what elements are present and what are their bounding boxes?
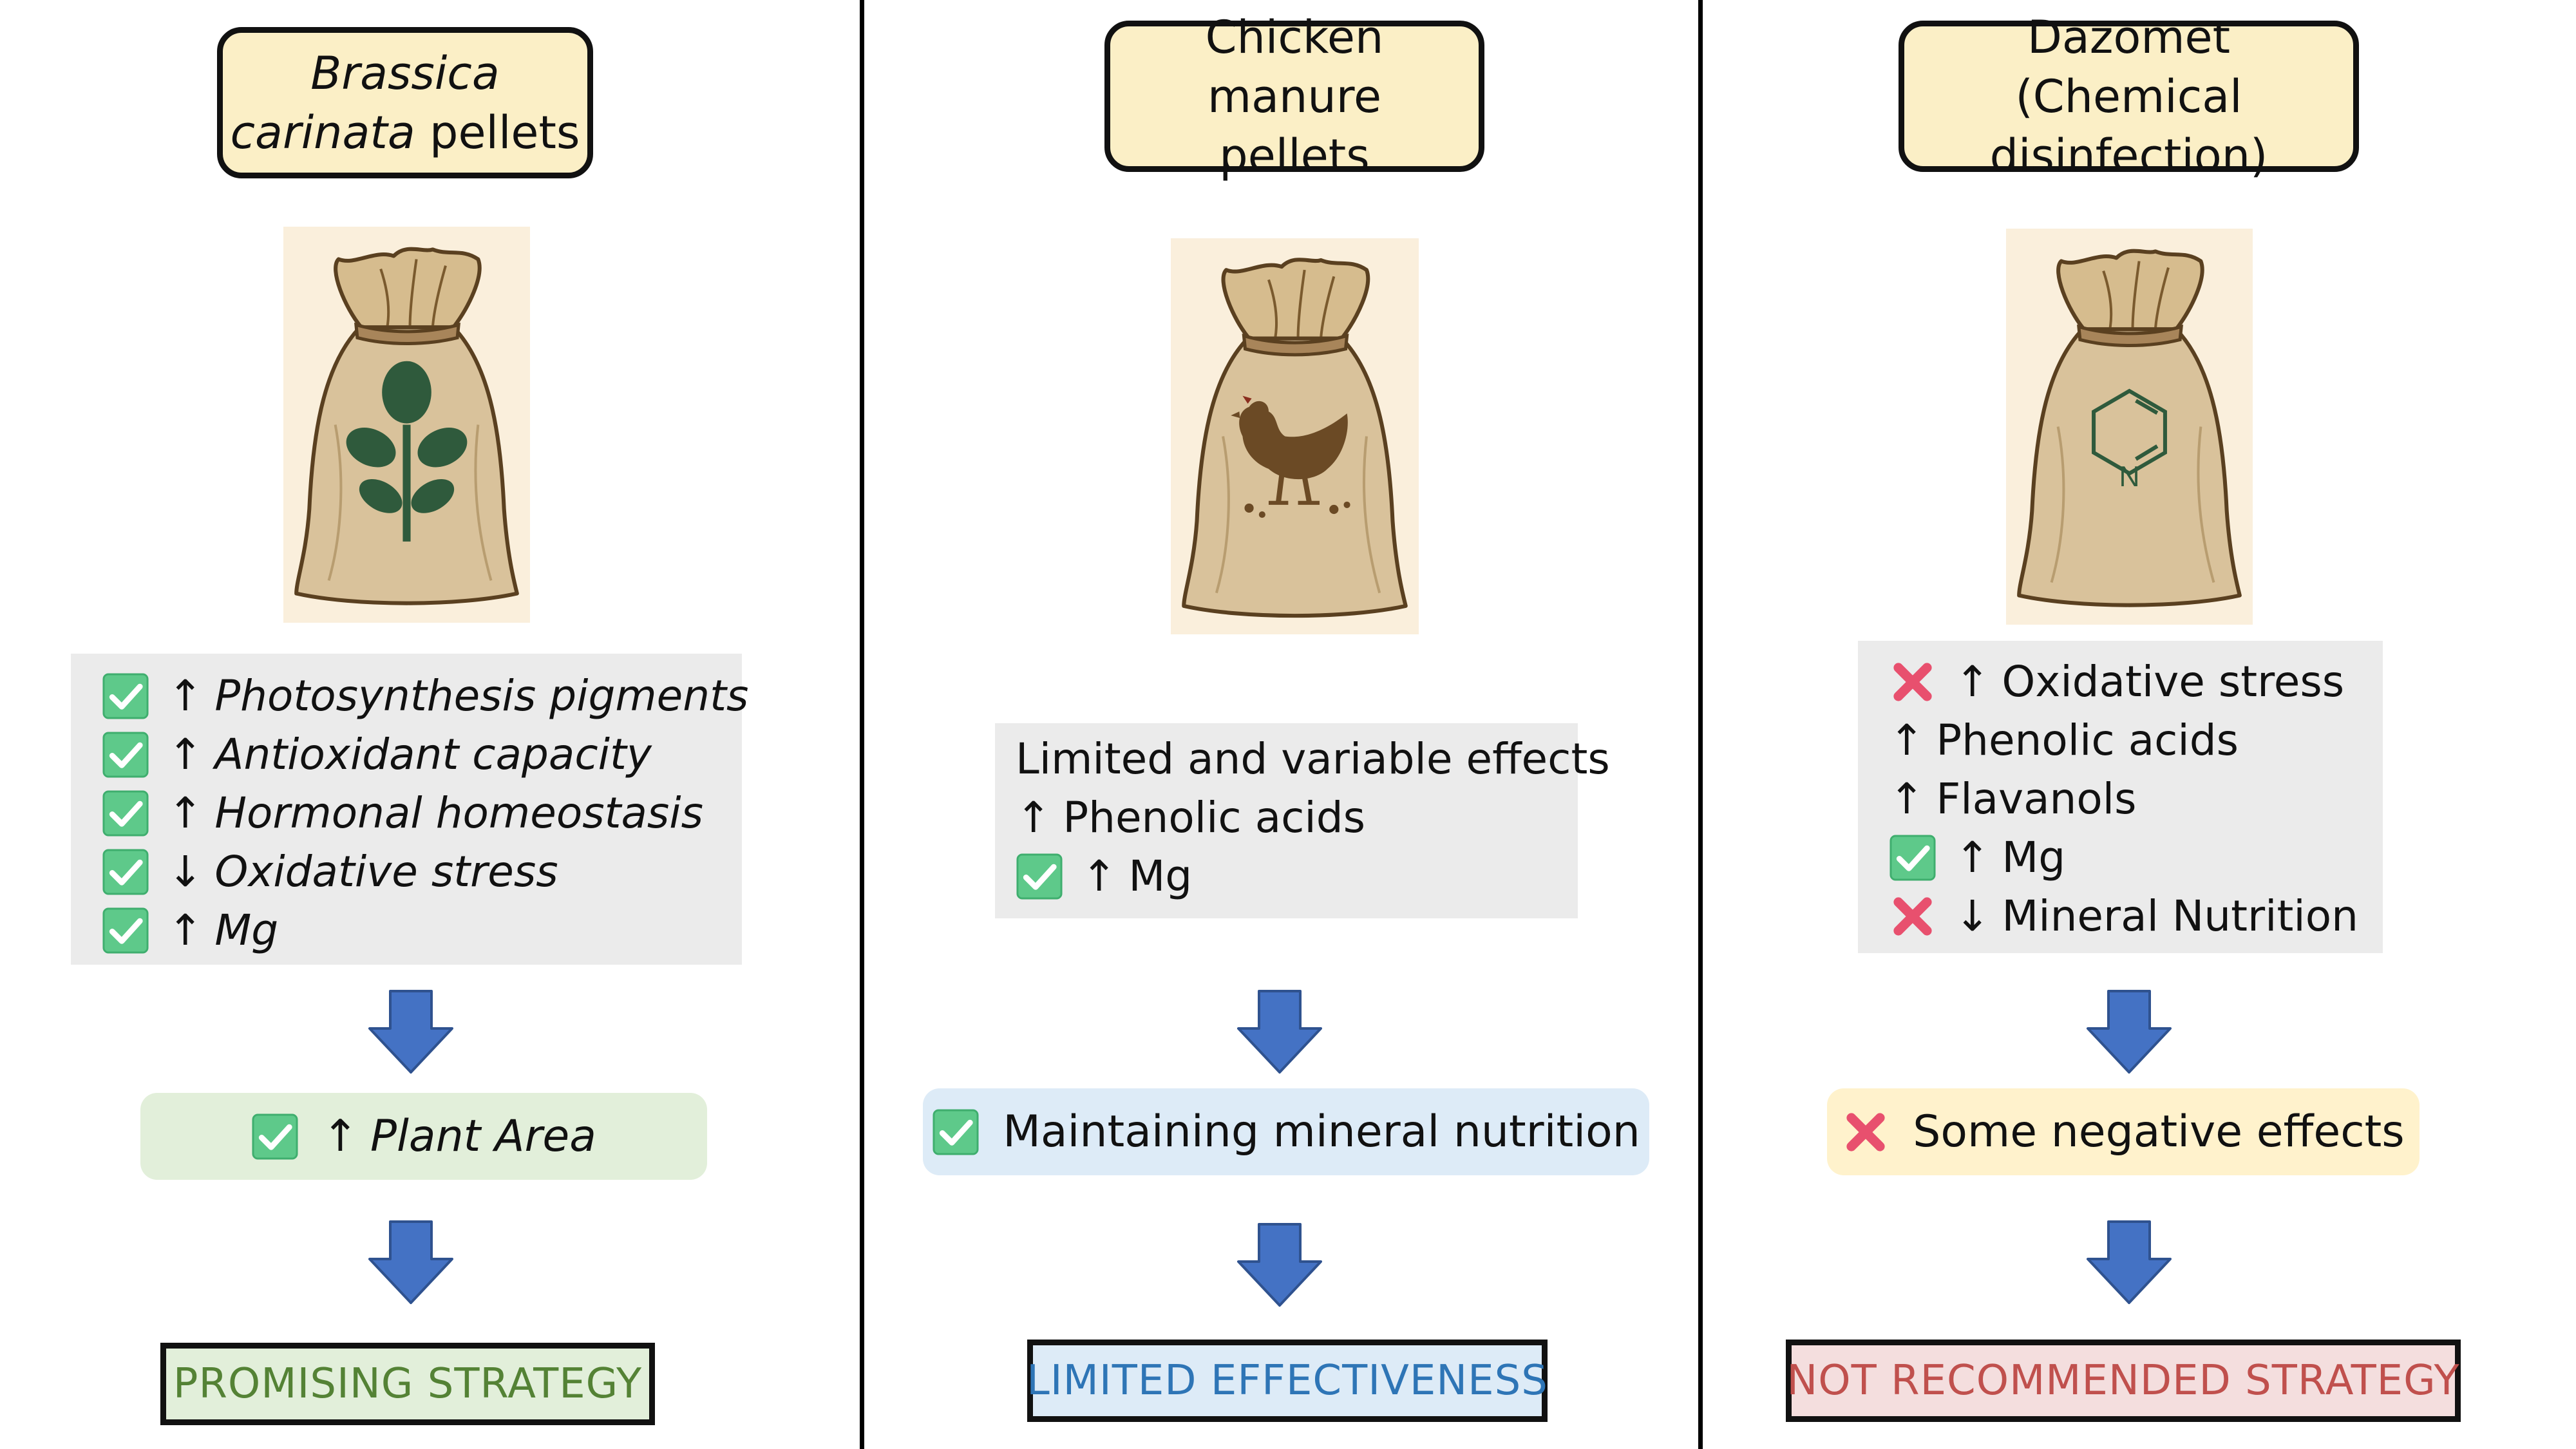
effect-item: ↑Oxidative stress [1889, 652, 2383, 711]
effects-box-brassica: ↑Photosynthesis pigments↑Antioxidant cap… [71, 654, 748, 965]
effect-text: Mineral Nutrition [2002, 891, 2358, 941]
effect-text: Oxidative stress [214, 847, 558, 896]
column-divider-left [860, 0, 864, 1449]
down-arrow-icon [366, 1219, 456, 1306]
effect-text: Oxidative stress [2002, 657, 2345, 706]
check-icon [102, 907, 149, 954]
increase-arrow: ↑ [1889, 715, 1925, 765]
check-icon [932, 1108, 980, 1156]
title-rest: pellets [415, 106, 580, 159]
down-arrow-icon [1235, 989, 1325, 1075]
effect-text: Phenolic acids [1936, 715, 2239, 765]
effect-item: ↑Mg [1889, 828, 2383, 887]
check-icon [251, 1113, 299, 1160]
effect-item: ↑Photosynthesis pigments [102, 667, 748, 725]
effect-item: ↓Oxidative stress [102, 842, 742, 901]
outcome-box-chicken-manure: Maintaining mineral nutrition [923, 1088, 1649, 1175]
treatment-title-dazomet: Dazomet (Chemical disinfection) [1899, 11, 2359, 182]
check-icon [102, 790, 149, 837]
check-icon [102, 848, 149, 896]
effect-item: ↑Antioxidant capacity [102, 725, 742, 784]
effect-text: Phenolic acids [1063, 793, 1366, 842]
increase-arrow: ↑ [167, 671, 204, 721]
title-text: Chicken manure pellets [1205, 10, 1384, 182]
effect-item: ↑Mg [1016, 847, 1578, 905]
check-icon [102, 731, 149, 779]
pyridine-ring-icon [2092, 388, 2167, 476]
cross-icon [1842, 1108, 1889, 1156]
effect-item: ↑Mg [102, 901, 742, 960]
bag-illustration-brassica [283, 227, 530, 623]
outcome-text: Plant Area [370, 1111, 596, 1162]
effect-item: ↑Hormonal homeostasis [102, 784, 742, 842]
check-icon [102, 672, 149, 720]
increase-arrow: ↑ [167, 730, 204, 779]
decrease-arrow: ↓ [167, 847, 204, 896]
effect-item: ↑Phenolic acids [1016, 788, 1578, 847]
effect-text: Hormonal homeostasis [214, 788, 704, 838]
verdict-box-dazomet: NOT RECOMMENDED STRATEGY [1786, 1340, 2461, 1422]
increase-arrow: ↑ [1955, 657, 1991, 706]
increase-arrow: ↑ [1889, 774, 1925, 824]
column-divider-right [1698, 0, 1703, 1449]
decrease-arrow: ↓ [1955, 891, 1991, 941]
outcome-text: Some negative effects [1913, 1106, 2405, 1157]
effect-text: Photosynthesis pigments [214, 671, 749, 721]
increase-arrow: ↑ [167, 905, 204, 955]
effect-text: Mg [2002, 833, 2066, 882]
effect-item: ↑Phenolic acids [1889, 711, 2383, 770]
increase-arrow: ↑ [1955, 833, 1991, 882]
effect-item: ↓Mineral Nutrition [1889, 887, 2383, 945]
effect-item: ↑Flavanols [1889, 770, 2383, 828]
effect-text: Mg [214, 905, 279, 955]
increase-arrow: ↑ [1081, 851, 1117, 901]
outcome-arrow: ↑ [322, 1111, 359, 1162]
effects-header: Limited and variable effects [1016, 734, 1610, 784]
plant-sprout-icon [346, 361, 468, 542]
effect-text: Flavanols [1936, 774, 2137, 824]
chicken-icon [1231, 395, 1350, 518]
check-icon [1889, 834, 1937, 882]
check-icon [1016, 853, 1063, 900]
bag-illustration-dazomet: N [2006, 229, 2253, 625]
down-arrow-icon [2084, 989, 2174, 1075]
title-italic: Brassica carinata [230, 46, 500, 159]
treatment-title-brassica: Brassica carinata pellets [217, 27, 593, 178]
effects-box-dazomet: ↑Oxidative stress↑Phenolic acids↑Flavano… [1858, 641, 2383, 953]
bag-illustration-chicken [1171, 238, 1419, 634]
down-arrow-icon [2084, 1219, 2174, 1306]
increase-arrow: ↑ [167, 788, 204, 838]
verdict-box-brassica: PROMISING STRATEGY [160, 1343, 655, 1425]
effects-box-chicken-manure: Limited and variable effects ↑Phenolic a… [995, 723, 1610, 918]
down-arrow-icon [366, 989, 456, 1075]
outcome-text: Maintaining mineral nutrition [1003, 1106, 1640, 1157]
increase-arrow: ↑ [1016, 793, 1052, 842]
cross-icon [1889, 658, 1937, 706]
down-arrow-icon [1235, 1222, 1325, 1309]
title-text: Dazomet (Chemical disinfection) [1989, 10, 2268, 182]
outcome-box-brassica: ↑ Plant Area [140, 1093, 707, 1180]
ring-atom-label: N [2119, 461, 2139, 493]
cross-icon [1889, 893, 1937, 940]
effect-text: Antioxidant capacity [214, 730, 652, 779]
effect-text: Mg [1128, 851, 1193, 901]
treatment-title-chicken-manure: Chicken manure pellets [1104, 11, 1484, 182]
outcome-box-dazomet: Some negative effects [1827, 1088, 2420, 1175]
verdict-box-chicken-manure: LIMITED EFFECTIVENESS [1027, 1340, 1548, 1422]
